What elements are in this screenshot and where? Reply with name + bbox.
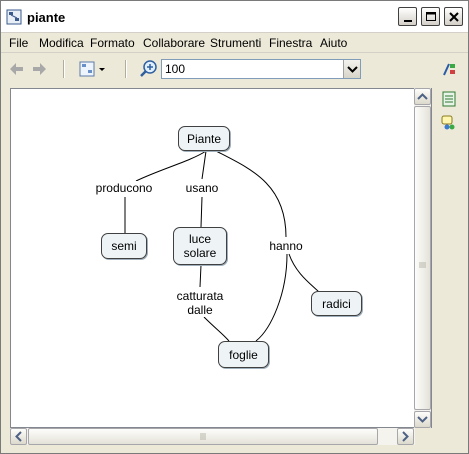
style-palette-icon[interactable] bbox=[441, 61, 457, 77]
connector-line bbox=[288, 253, 322, 295]
scroll-right-button[interactable] bbox=[397, 428, 414, 445]
list-panel-icon[interactable] bbox=[441, 91, 457, 107]
menu-collaborare[interactable]: Collaborare bbox=[143, 36, 206, 50]
menu-finestra[interactable]: Finestra bbox=[269, 36, 313, 50]
close-icon bbox=[449, 12, 459, 22]
window-title: piante bbox=[27, 10, 66, 25]
zoom-in-icon bbox=[140, 60, 157, 77]
connector-line bbox=[255, 253, 288, 342]
forward-arrow-icon bbox=[33, 63, 46, 75]
link-label-producono[interactable]: producono bbox=[91, 181, 157, 195]
concept-node-foglie[interactable]: foglie bbox=[218, 341, 269, 368]
chevron-left-icon bbox=[15, 431, 22, 442]
zoom-select[interactable]: 100 bbox=[161, 59, 361, 79]
collaboration-icon[interactable] bbox=[441, 115, 457, 131]
scroll-up-button[interactable] bbox=[414, 88, 431, 105]
scroll-thumb[interactable] bbox=[28, 428, 378, 445]
concept-node-semi[interactable]: semi bbox=[101, 233, 147, 259]
menu-bar: File Modifica Formato Collaborare Strume… bbox=[1, 33, 468, 53]
link-label-hanno[interactable]: hanno bbox=[265, 239, 307, 253]
connector-line bbox=[201, 150, 207, 180]
connector-line bbox=[200, 196, 203, 228]
menu-formato[interactable]: Formato bbox=[90, 36, 135, 50]
menu-aiuto[interactable]: Aiuto bbox=[320, 36, 348, 50]
chevron-down-icon bbox=[417, 416, 428, 423]
vertical-scrollbar[interactable] bbox=[414, 88, 431, 428]
grip-icon bbox=[200, 433, 206, 440]
zoom-value: 100 bbox=[165, 62, 186, 76]
zoom-dropdown-button[interactable] bbox=[343, 60, 360, 78]
connector-line bbox=[135, 150, 207, 182]
scroll-thumb[interactable] bbox=[414, 106, 431, 410]
chevron-right-icon bbox=[402, 431, 409, 442]
minimize-icon bbox=[404, 20, 412, 22]
back-arrow-icon bbox=[10, 63, 23, 75]
scroll-left-button[interactable] bbox=[10, 428, 27, 445]
horizontal-scrollbar[interactable] bbox=[10, 428, 415, 445]
scroll-down-button[interactable] bbox=[414, 411, 431, 428]
close-button[interactable] bbox=[444, 7, 463, 26]
chevron-down-icon bbox=[347, 66, 358, 73]
maximize-button[interactable] bbox=[421, 7, 440, 26]
connector-line bbox=[203, 316, 230, 342]
link-label-catturata-dalle[interactable]: catturata dalle bbox=[169, 289, 231, 317]
forward-button[interactable] bbox=[29, 59, 49, 79]
view-options-icon bbox=[79, 61, 105, 77]
maximize-icon bbox=[426, 12, 436, 21]
concept-map-canvas[interactable]: Piante semi luce solare foglie radici pr… bbox=[10, 88, 432, 428]
concept-node-luce-solare[interactable]: luce solare bbox=[173, 227, 227, 265]
grip-icon bbox=[419, 262, 426, 268]
menu-strumenti[interactable]: Strumenti bbox=[210, 36, 262, 50]
view-options-button[interactable] bbox=[77, 59, 111, 79]
link-label-usano[interactable]: usano bbox=[181, 181, 223, 195]
menu-file[interactable]: File bbox=[9, 36, 29, 50]
toolbar-separator bbox=[63, 60, 65, 78]
chevron-up-icon bbox=[417, 93, 428, 100]
toolbar-separator bbox=[125, 60, 127, 78]
back-button[interactable] bbox=[7, 59, 27, 79]
minimize-button[interactable] bbox=[398, 7, 417, 26]
concept-node-piante[interactable]: Piante bbox=[178, 126, 230, 151]
connector-line bbox=[215, 150, 287, 238]
menu-modifica[interactable]: Modifica bbox=[39, 36, 84, 50]
zoom-button[interactable] bbox=[139, 59, 159, 79]
concept-node-radici[interactable]: radici bbox=[311, 291, 362, 316]
cmap-app-icon bbox=[6, 9, 22, 25]
connector-line bbox=[199, 264, 202, 288]
title-bar: piante bbox=[1, 1, 468, 33]
